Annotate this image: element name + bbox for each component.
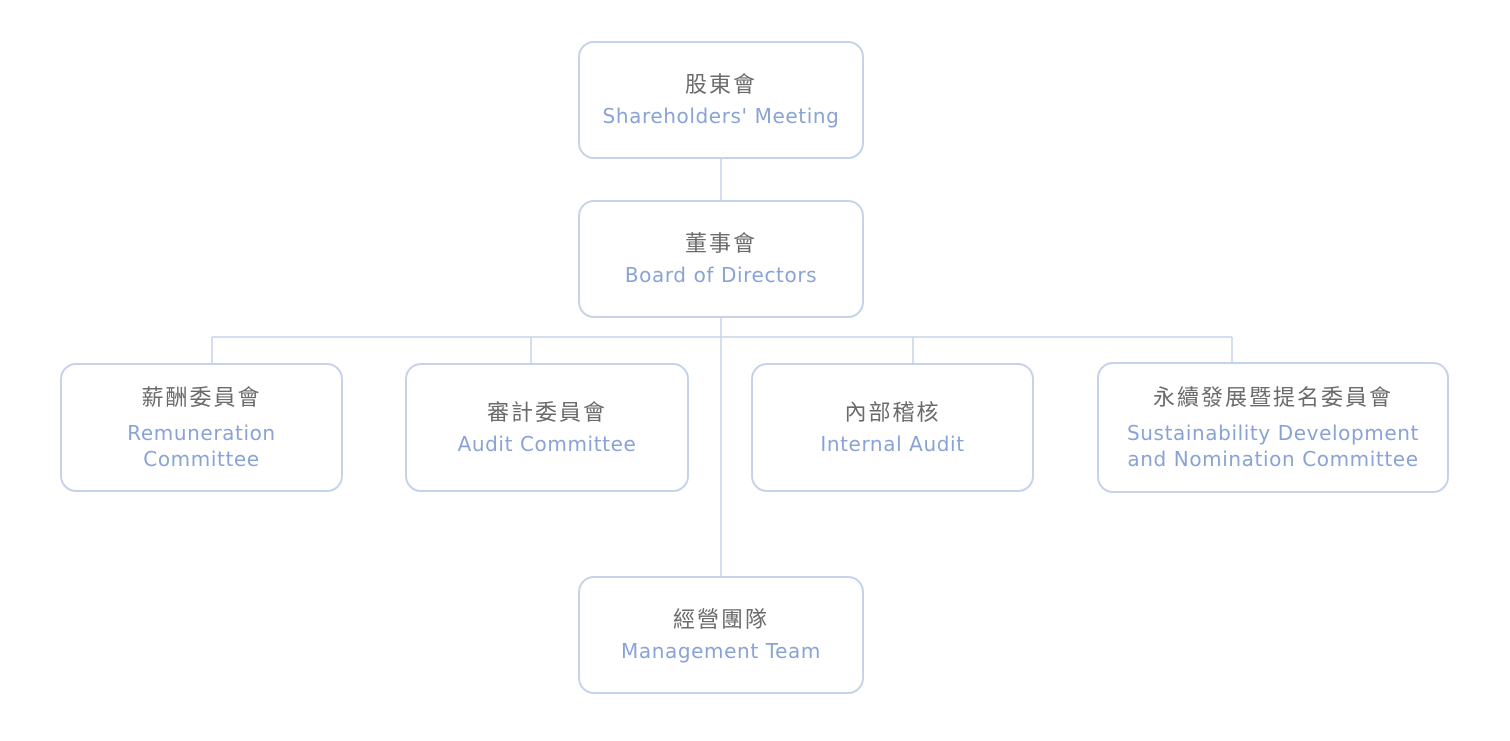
management-team-en: Management Team bbox=[621, 639, 821, 663]
audit-committee-node: 審計委員會 Audit Committee bbox=[405, 363, 689, 492]
internal-audit-en: Internal Audit bbox=[820, 431, 965, 456]
audit-committee-en: Audit Committee bbox=[457, 431, 637, 456]
management-team-node: 經營團隊 Management Team bbox=[578, 576, 864, 694]
shareholders-meeting-en: Shareholders' Meeting bbox=[602, 104, 840, 128]
sustainability-nomination-committee-en: Sustainability Development and Nominatio… bbox=[1126, 420, 1420, 471]
internal-audit-node: 內部稽核 Internal Audit bbox=[751, 363, 1034, 492]
board-of-directors-en: Board of Directors bbox=[624, 263, 818, 287]
board-of-directors-zh: 董事會 bbox=[684, 232, 757, 257]
shareholders-meeting-zh: 股東會 bbox=[684, 73, 757, 98]
remuneration-committee-node: 薪酬委員會 Remuneration Committee bbox=[60, 363, 343, 492]
board-of-directors-node: 董事會 Board of Directors bbox=[578, 200, 864, 318]
management-team-zh: 經營團隊 bbox=[672, 608, 769, 633]
shareholders-meeting-node: 股東會 Shareholders' Meeting bbox=[578, 41, 864, 159]
sustainability-nomination-committee-zh: 永續發展暨提名委員會 bbox=[1152, 385, 1393, 411]
remuneration-committee-en: Remuneration Committee bbox=[127, 420, 276, 471]
sustainability-nomination-committee-node: 永續發展暨提名委員會 Sustainability Development an… bbox=[1097, 362, 1449, 493]
internal-audit-zh: 內部稽核 bbox=[844, 400, 941, 426]
remuneration-committee-zh: 薪酬委員會 bbox=[141, 385, 262, 411]
audit-committee-zh: 審計委員會 bbox=[486, 400, 607, 426]
